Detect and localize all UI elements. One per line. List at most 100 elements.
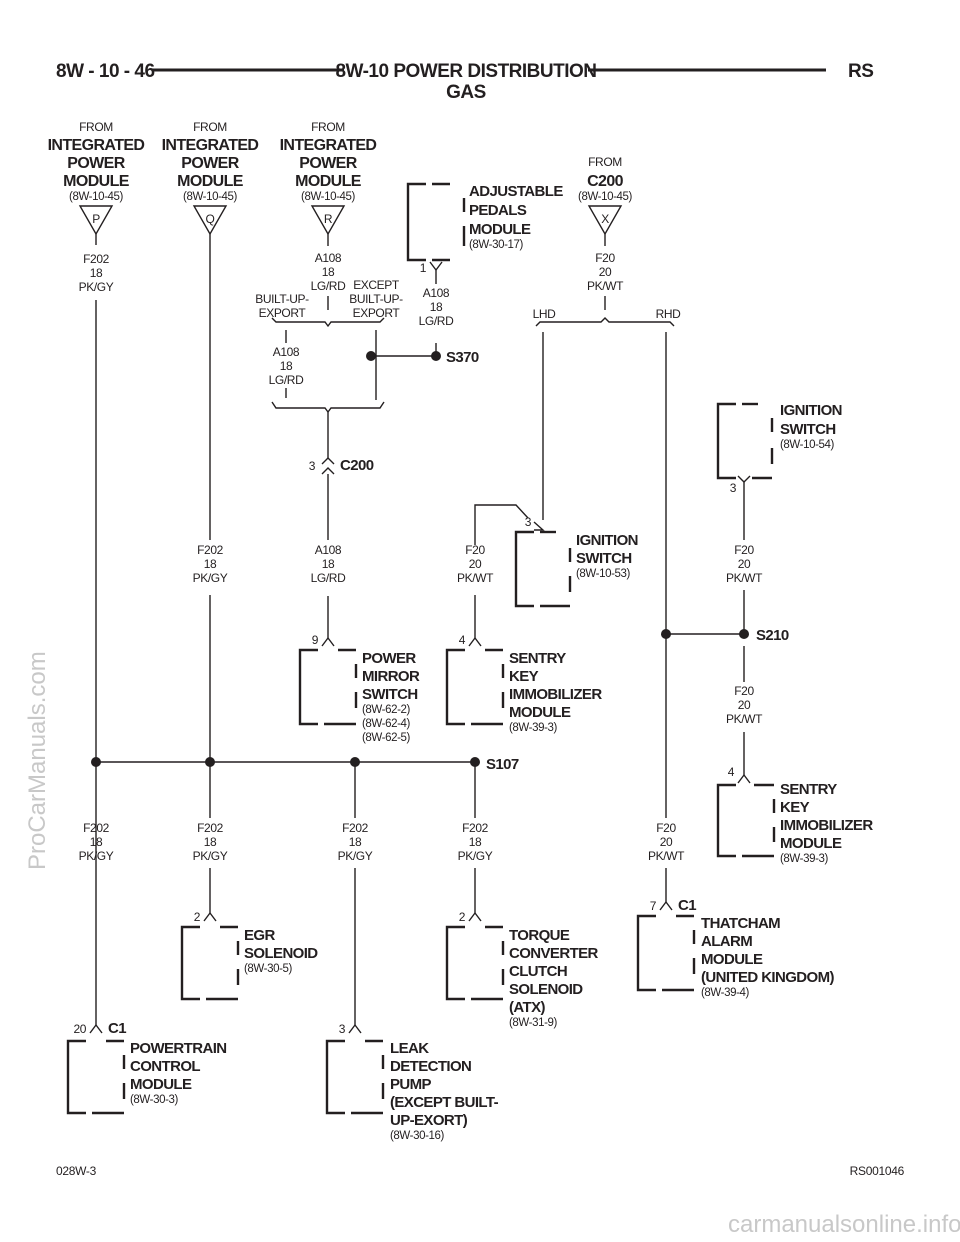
svg-text:PK/WT: PK/WT <box>457 571 494 585</box>
component-egr-solenoid: EGR SOLENOID (8W-30-5) <box>180 925 319 1001</box>
option-labels: BUILT-UP- EXPORT EXCEPT BUILT-UP- EXPORT… <box>255 278 681 321</box>
svg-text:UP-EXORT): UP-EXORT) <box>390 1112 468 1129</box>
svg-text:PK/WT: PK/WT <box>726 571 763 585</box>
svg-text:MODULE: MODULE <box>509 704 571 721</box>
svg-text:SWITCH: SWITCH <box>362 686 418 703</box>
svg-text:CONVERTER: CONVERTER <box>509 945 599 962</box>
svg-text:FROM: FROM <box>588 155 622 169</box>
figure-code: 028W-3 <box>56 1164 97 1178</box>
svg-text:R: R <box>324 212 333 226</box>
svg-text:MODULE: MODULE <box>63 173 130 190</box>
svg-text:(8W-10-45): (8W-10-45) <box>183 191 238 203</box>
svg-text:BUILT-UP-: BUILT-UP- <box>255 292 309 306</box>
svg-text:18: 18 <box>322 265 335 279</box>
svg-text:(EXCEPT BUILT-: (EXCEPT BUILT- <box>390 1094 499 1111</box>
component-skim-lhd: SENTRY KEY IMMOBILIZER MODULE (8W-39-3) <box>445 648 603 734</box>
svg-text:PEDALS: PEDALS <box>469 202 527 219</box>
svg-text:(8W-10-45): (8W-10-45) <box>578 191 633 203</box>
svg-text:MODULE: MODULE <box>701 951 763 968</box>
figure-id: RS001046 <box>850 1164 905 1178</box>
page-subtitle: GAS <box>446 82 486 103</box>
svg-text:20: 20 <box>738 698 751 712</box>
svg-text:P: P <box>92 212 100 226</box>
svg-text:F20: F20 <box>465 543 485 557</box>
svg-text:F20: F20 <box>656 821 676 835</box>
svg-text:(8W-10-45): (8W-10-45) <box>301 191 356 203</box>
svg-text:C200: C200 <box>587 173 624 190</box>
svg-text:F202: F202 <box>197 543 223 557</box>
svg-text:18: 18 <box>90 835 103 849</box>
svg-text:A108: A108 <box>273 345 300 359</box>
section-code: RS <box>848 61 873 82</box>
splice-s107-4 <box>470 757 480 767</box>
svg-text:INTEGRATED: INTEGRATED <box>48 137 145 154</box>
svg-text:DETECTION: DETECTION <box>390 1058 471 1075</box>
svg-text:(8W-30-16): (8W-30-16) <box>390 1130 445 1142</box>
svg-text:18: 18 <box>204 557 217 571</box>
svg-text:SOLENOID: SOLENOID <box>509 981 583 998</box>
svg-text:(8W-39-3): (8W-39-3) <box>509 722 558 734</box>
svg-text:F202: F202 <box>83 252 109 266</box>
svg-text:18: 18 <box>280 359 293 373</box>
svg-text:18: 18 <box>349 835 362 849</box>
svg-text:3: 3 <box>730 481 737 495</box>
pcm-c1-label: C1 <box>108 1020 126 1037</box>
svg-text:PK/GY: PK/GY <box>193 571 228 585</box>
splice-s107-label: S107 <box>486 756 519 773</box>
svg-text:(8W-30-17): (8W-30-17) <box>469 239 524 251</box>
svg-text:POWER: POWER <box>362 650 416 667</box>
svg-text:FROM: FROM <box>311 120 345 134</box>
source-r-arrow <box>310 205 346 236</box>
svg-text:20: 20 <box>660 835 673 849</box>
svg-text:20: 20 <box>599 265 612 279</box>
svg-text:INTEGRATED: INTEGRATED <box>162 137 259 154</box>
svg-text:F202: F202 <box>462 821 488 835</box>
svg-text:(8W-39-4): (8W-39-4) <box>701 987 750 999</box>
svg-text:SENTRY: SENTRY <box>509 650 566 667</box>
svg-text:18: 18 <box>322 557 335 571</box>
svg-text:POWER: POWER <box>67 155 125 172</box>
connector-marks: 3 C200 1 3 3 9 4 4 2 2 7 C1 20 C1 <box>73 261 751 1037</box>
component-leak-detection-pump: LEAK DETECTION PUMP (EXCEPT BUILT- UP-EX… <box>325 1039 499 1142</box>
svg-text:3: 3 <box>339 1022 346 1036</box>
svg-text:A108: A108 <box>315 543 342 557</box>
svg-text:MODULE: MODULE <box>780 835 842 852</box>
splice-dots <box>91 351 749 767</box>
svg-text:(8W-31-9): (8W-31-9) <box>509 1017 558 1029</box>
svg-text:TORQUE: TORQUE <box>509 927 570 944</box>
component-ignition-switch-rhd: IGNITION SWITCH (8W-10-54) <box>716 402 842 480</box>
splice-s370-left <box>366 351 376 361</box>
svg-text:(8W-62-5): (8W-62-5) <box>362 732 411 744</box>
wire-labels: F202 18 PK/GY A108 18 LG/RD A108 18 LG/R… <box>79 251 764 863</box>
source-ipm-r: FROM INTEGRATED POWER MODULE (8W-10-45) … <box>280 120 377 236</box>
svg-text:18: 18 <box>430 300 443 314</box>
svg-text:20: 20 <box>738 557 751 571</box>
svg-text:4: 4 <box>728 765 735 779</box>
svg-text:LHD: LHD <box>533 307 557 321</box>
svg-text:20: 20 <box>73 1022 86 1036</box>
svg-text:LG/RD: LG/RD <box>311 571 346 585</box>
svg-text:F202: F202 <box>197 821 223 835</box>
page-title: 8W-10 POWER DISTRIBUTION <box>335 61 596 82</box>
svg-text:EGR: EGR <box>244 927 275 944</box>
svg-text:(8W-30-5): (8W-30-5) <box>244 963 293 975</box>
svg-text:(8W-62-4): (8W-62-4) <box>362 718 411 730</box>
svg-text:POWER: POWER <box>181 155 239 172</box>
source-q-arrow <box>192 205 228 236</box>
svg-text:18: 18 <box>90 266 103 280</box>
svg-text:X: X <box>601 212 609 226</box>
svg-text:IMMOBILIZER: IMMOBILIZER <box>509 686 602 703</box>
svg-text:(8W-30-3): (8W-30-3) <box>130 1094 179 1106</box>
svg-text:MODULE: MODULE <box>130 1076 192 1093</box>
source-ipm-q: FROM INTEGRATED POWER MODULE (8W-10-45) … <box>162 120 259 236</box>
svg-text:18: 18 <box>469 835 482 849</box>
svg-text:9: 9 <box>312 633 319 647</box>
svg-text:INTEGRATED: INTEGRATED <box>280 137 377 154</box>
svg-text:(8W-10-53): (8W-10-53) <box>576 568 631 580</box>
svg-text:SWITCH: SWITCH <box>780 421 836 438</box>
source-c200-x: FROM C200 (8W-10-45) X <box>578 155 633 236</box>
source-p-arrow <box>78 205 114 236</box>
svg-text:2: 2 <box>194 910 201 924</box>
component-thatcham-alarm: THATCHAM ALARM MODULE (UNITED KINGDOM) (… <box>636 914 835 999</box>
